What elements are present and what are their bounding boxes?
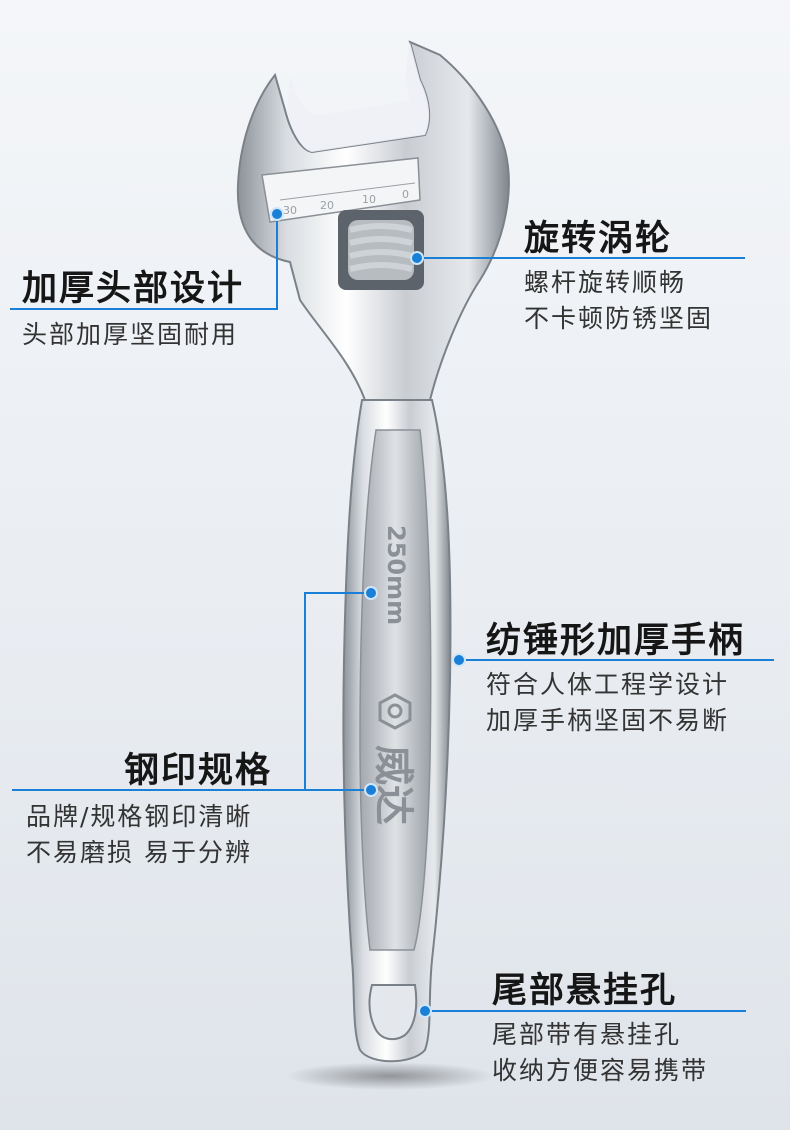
worm-underline	[420, 257, 745, 259]
wrench-shadow	[285, 1062, 495, 1090]
jaw-opening	[287, 42, 430, 152]
stamp-dot-size	[364, 586, 378, 600]
hole-title: 尾部悬挂孔	[492, 971, 678, 1011]
worm-title: 旋转涡轮	[524, 219, 673, 259]
worm-desc-1: 螺杆旋转顺畅	[524, 268, 687, 297]
head-underline	[10, 308, 278, 310]
head-desc-1: 头部加厚坚固耐用	[22, 320, 239, 349]
size-stamp: 250mm	[382, 525, 410, 625]
stamp-underline	[12, 789, 368, 791]
brand-stamp: 威达	[370, 745, 416, 825]
hanging-hole	[368, 984, 418, 1041]
handle-underline	[462, 659, 774, 661]
handle-dot	[452, 653, 466, 667]
stamp-dot-brand	[364, 783, 378, 797]
scale-mark-20: 20	[320, 199, 334, 212]
handle-desc-1: 符合人体工程学设计	[486, 670, 730, 699]
head-dot	[270, 207, 284, 221]
scale-mark-10: 10	[362, 193, 376, 206]
handle-title: 纺锤形加厚手柄	[486, 621, 746, 661]
stamp-upper-line	[304, 592, 368, 594]
hole-desc-2: 收纳方便容易携带	[492, 1056, 709, 1085]
handle-desc-2: 加厚手柄坚固不易断	[486, 706, 730, 735]
scale-mark-30: 30	[283, 204, 297, 217]
head-title: 加厚头部设计	[22, 269, 245, 309]
handle-groove	[359, 429, 432, 951]
worm-desc-2: 不卡顿防锈坚固	[524, 304, 714, 333]
hole-desc-1: 尾部带有悬挂孔	[492, 1020, 682, 1049]
stamp-desc-1: 品牌/规格钢印清晰	[26, 802, 253, 831]
scale-mark-0: 0	[402, 188, 409, 201]
worm-gear	[348, 220, 414, 280]
stamp-connector	[304, 592, 306, 791]
brand-hex-logo	[378, 693, 412, 730]
worm-dot	[410, 251, 424, 265]
movable-jaw	[261, 157, 421, 223]
hole-dot	[418, 1004, 432, 1018]
stamp-title: 钢印规格	[124, 751, 273, 791]
stamp-desc-2: 不易磨损 易于分辨	[26, 838, 252, 867]
head-connector	[276, 214, 278, 310]
jaw-scale: 30 20 10 0	[279, 182, 416, 217]
hole-underline	[428, 1010, 746, 1012]
